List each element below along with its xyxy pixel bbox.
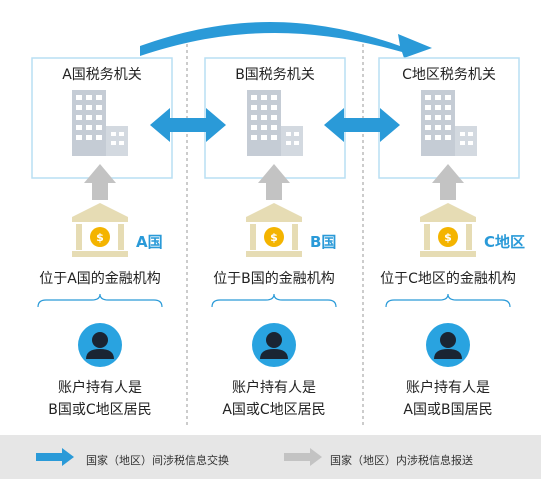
holder-line1-a: 账户持有人是 [58, 380, 142, 396]
svg-text:$: $ [270, 231, 278, 244]
gray-arrow-icon [284, 448, 322, 466]
bank-icon: $ [420, 203, 476, 257]
report-arrow-c [432, 164, 464, 200]
holder-label-a: 账户持有人是 B国或C地区居民 [10, 377, 190, 421]
exchange-arrow-a-c [140, 22, 432, 58]
holder-label-c: 账户持有人是 A国或B国居民 [358, 377, 538, 421]
legend-bar [0, 435, 541, 479]
holder-line2-c: A国或B国居民 [403, 402, 493, 418]
person-icon [78, 323, 122, 367]
office-building-icon [72, 90, 128, 156]
office-building-icon [247, 90, 303, 156]
svg-text:$: $ [96, 231, 104, 244]
brace-a [37, 293, 163, 308]
exchange-arrow-b-c [324, 108, 400, 142]
bank-icon: $ [72, 203, 128, 257]
holder-label-b: 账户持有人是 A国或C地区居民 [184, 377, 364, 421]
authority-title-b: B国税务机关 [235, 67, 315, 83]
holder-line2-a: B国或C地区居民 [48, 402, 152, 418]
institution-label-b: 位于B国的金融机构 [213, 271, 335, 287]
holder-line1-c: 账户持有人是 [406, 380, 490, 396]
brace-c [385, 293, 511, 308]
bank-icon: $ [246, 203, 302, 257]
exchange-arrow-a-b [150, 108, 226, 142]
holder-line2-b: A国或C地区居民 [222, 402, 326, 418]
authority-title-c: C地区税务机关 [402, 67, 496, 83]
country-tag-c: C地区 [484, 233, 526, 251]
legend-gray-label: 国家（地区）内涉税信息报送 [330, 454, 473, 467]
brace-b [211, 293, 337, 308]
country-tag-a: A国 [136, 233, 163, 251]
person-icon [426, 323, 470, 367]
institution-label-a: 位于A国的金融机构 [39, 271, 161, 287]
country-tag-b: B国 [310, 233, 337, 251]
holder-line1-b: 账户持有人是 [232, 380, 316, 396]
report-arrow-a [84, 164, 116, 200]
report-arrow-b [258, 164, 290, 200]
authority-title-a: A国税务机关 [62, 67, 142, 83]
blue-arrow-icon [36, 448, 74, 466]
office-building-icon [421, 90, 477, 156]
institution-label-c: 位于C地区的金融机构 [380, 271, 516, 287]
legend-blue-label: 国家（地区）间涉税信息交换 [86, 454, 229, 467]
person-icon [252, 323, 296, 367]
svg-text:$: $ [444, 231, 452, 244]
